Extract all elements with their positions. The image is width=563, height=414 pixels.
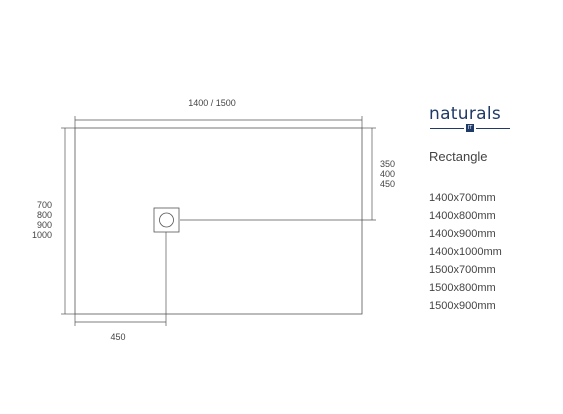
waste-outlet bbox=[153, 207, 180, 233]
left-dimension-label-800: 800 bbox=[37, 210, 52, 220]
size-item: 1400x900mm bbox=[429, 228, 496, 240]
brand-name: naturals bbox=[429, 104, 502, 124]
right-dimension-label-450: 450 bbox=[380, 179, 395, 189]
brand-rule: IT bbox=[430, 124, 510, 133]
left-dimension-label-700: 700 bbox=[37, 200, 52, 210]
size-item: 1500x700mm bbox=[429, 264, 496, 276]
size-item: 1500x900mm bbox=[429, 300, 496, 312]
shower-tray-diagram: 1400 / 1500 700 800 900 1000 350 400 450… bbox=[32, 98, 395, 342]
bottom-dimension-label: 450 bbox=[110, 332, 125, 342]
size-item: 1400x800mm bbox=[429, 210, 496, 222]
left-dimension-label-900: 900 bbox=[37, 220, 52, 230]
brand-badge: IT bbox=[466, 124, 474, 132]
size-item: 1400x1000mm bbox=[429, 246, 502, 258]
left-dimension bbox=[61, 127, 75, 315]
bottom-dimension bbox=[74, 232, 167, 326]
right-dimension-label-400: 400 bbox=[380, 169, 395, 179]
size-item: 1400x700mm bbox=[429, 192, 496, 204]
top-dimension bbox=[74, 116, 363, 128]
brand-logo: naturals IT bbox=[429, 104, 519, 132]
right-dimension-label-350: 350 bbox=[380, 159, 395, 169]
shape-title: Rectangle bbox=[429, 149, 488, 164]
size-list: 1400x700mm 1400x800mm 1400x900mm 1400x10… bbox=[429, 189, 502, 315]
size-item: 1500x800mm bbox=[429, 282, 496, 294]
right-dimension bbox=[180, 127, 376, 221]
left-dimension-label-1000: 1000 bbox=[32, 230, 52, 240]
tray-outline bbox=[74, 127, 363, 315]
top-dimension-label: 1400 / 1500 bbox=[188, 98, 236, 108]
